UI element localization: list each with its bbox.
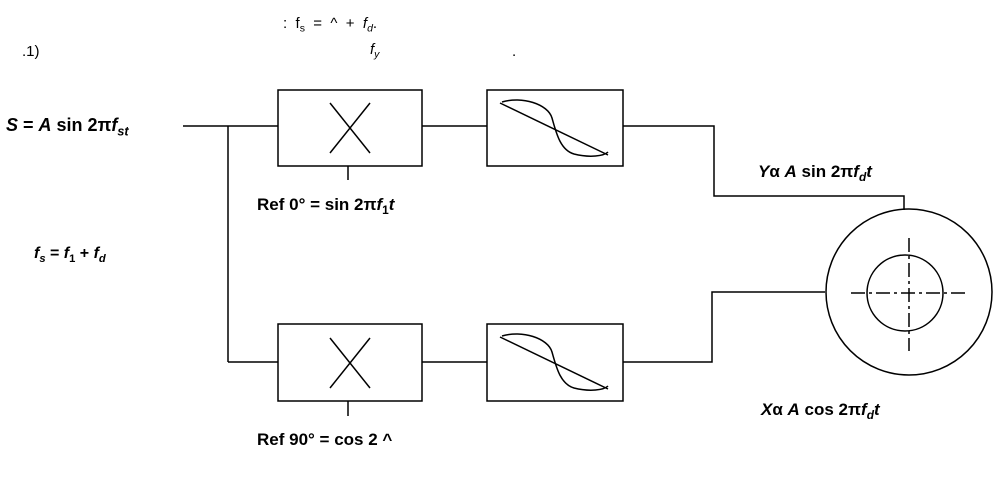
ref-0-label: Ref 0° = sin 2πf1t bbox=[257, 195, 395, 218]
x-output-label: Xα A cos 2πfdt bbox=[761, 400, 880, 423]
lower-output-wire bbox=[623, 291, 825, 363]
header-fy: fy bbox=[370, 41, 380, 61]
display-inner-circle bbox=[866, 254, 944, 332]
frequency-relation-label: fs = f1 + fd bbox=[34, 245, 106, 265]
upper-filter-box bbox=[486, 89, 624, 167]
header-number: .1) bbox=[22, 43, 40, 60]
input-signal-label: S = A sin 2πfst bbox=[6, 115, 129, 139]
header-dot: . bbox=[512, 43, 517, 60]
display-outer-circle bbox=[825, 208, 993, 376]
ref-90-label: Ref 90° = cos 2 ^ bbox=[257, 430, 393, 449]
y-output-label: Yα A sin 2πfdt bbox=[758, 162, 872, 185]
upper-mixer-box bbox=[277, 89, 423, 167]
header-equation: : fs = ^ + fd. bbox=[283, 15, 378, 35]
upper-output-wire bbox=[623, 125, 905, 210]
